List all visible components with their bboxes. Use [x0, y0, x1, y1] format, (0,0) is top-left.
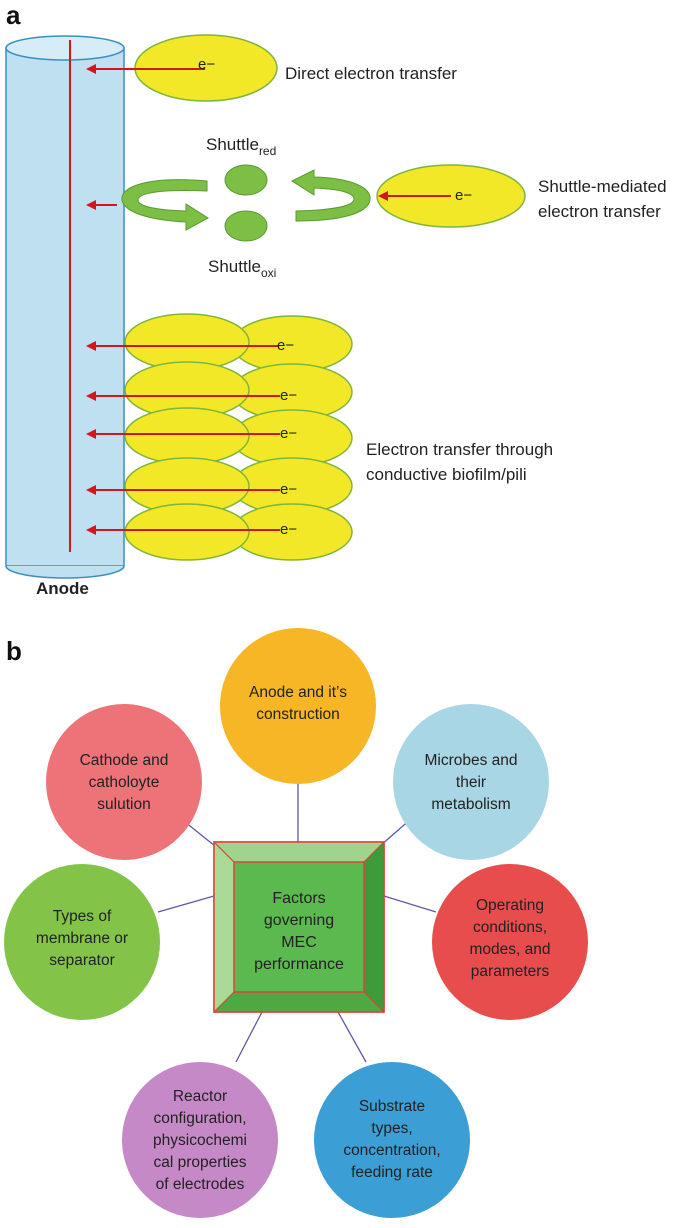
node-text-line: configuration, [153, 1110, 246, 1127]
direct-transfer-cell: e− [86, 34, 278, 102]
node-reactor: Reactor configuration, physicochemi cal … [122, 1062, 278, 1218]
node-text-line: separator [49, 952, 114, 969]
node-microbes: Microbes and their metabolism [393, 704, 549, 860]
panel-b-letter: b [6, 636, 22, 666]
node-text-line: physicochemi [153, 1132, 247, 1149]
node-text-line: Microbes and [424, 752, 517, 769]
shuttle-oxi-molecule [224, 210, 268, 242]
biofilm-layer: e− e− e− e− e− [86, 313, 353, 561]
biofilm-label-1: Electron transfer through [366, 440, 553, 459]
node-text-line: parameters [471, 963, 550, 980]
shuttle-mediated-cell: e− [376, 164, 526, 228]
shuttle-oxi-label: Shuttleoxi [208, 257, 276, 280]
anode-label: Anode [36, 579, 89, 598]
shuttle-red-label: Shuttlered [206, 135, 276, 158]
node-substrate: Substrate types, concentration, feeding … [314, 1062, 470, 1218]
node-text-line: Reactor [173, 1088, 227, 1105]
panel-a-letter: a [6, 0, 21, 30]
node-text-line: types, [371, 1120, 412, 1137]
shuttle-right-arrow [290, 169, 371, 222]
node-cathode: Cathode and catholoyte sulution [46, 704, 202, 860]
anode-cylinder [5, 35, 125, 579]
node-text-line: cal properties [153, 1154, 246, 1171]
electron-label: e− [455, 187, 472, 204]
node-text-line: sulution [97, 796, 150, 813]
shuttle-mediated-label-2: electron transfer [538, 202, 661, 221]
connector-line [383, 895, 437, 913]
electron-label: e− [280, 425, 297, 442]
node-text-line: feeding rate [351, 1164, 433, 1181]
direct-transfer-label: Direct electron transfer [285, 64, 457, 83]
connector-line [235, 1011, 263, 1063]
node-text-line: construction [256, 706, 340, 723]
node-text-line: metabolism [431, 796, 510, 813]
shuttle-mediated-group [121, 164, 371, 242]
node-text-line: Types of [53, 908, 112, 925]
node-text-line: of electrodes [156, 1176, 245, 1193]
shuttle-left-arrow [121, 179, 209, 231]
electron-label: e− [277, 337, 294, 354]
node-text-line: concentration, [343, 1142, 440, 1159]
node-text-line: Cathode and [80, 752, 169, 769]
node-text-line: Operating [476, 897, 544, 914]
shuttle-mediated-label-1: Shuttle-mediated [538, 177, 667, 196]
biofilm-label-2: conductive biofilm/pili [366, 465, 527, 484]
node-text-line: modes, and [470, 941, 551, 958]
node-membrane: Types of membrane or separator [4, 864, 160, 1020]
center-text-line: performance [254, 956, 344, 973]
node-text-line: membrane or [36, 930, 128, 947]
center-text-line: MEC [281, 934, 317, 951]
electron-label: e− [198, 56, 215, 73]
node-anode: Anode and it’s construction [220, 628, 376, 784]
center-text-line: Factors [272, 890, 325, 907]
node-text-line: conditions, [473, 919, 547, 936]
node-operating: Operating conditions, modes, and paramet… [432, 864, 588, 1020]
node-text-line: Substrate [359, 1098, 425, 1115]
shuttle-red-molecule [224, 164, 268, 196]
center-text-line: governing [264, 912, 334, 929]
center-box: Factors governing MEC performance [213, 841, 385, 1013]
connector-line [157, 895, 215, 913]
electron-label: e− [280, 481, 297, 498]
electron-label: e− [280, 521, 297, 538]
node-text-line: catholoyte [89, 774, 160, 791]
connector-line [337, 1011, 367, 1063]
node-text-line: Anode and it’s [249, 684, 347, 701]
electron-label: e− [280, 387, 297, 404]
node-text-line: their [456, 774, 486, 791]
